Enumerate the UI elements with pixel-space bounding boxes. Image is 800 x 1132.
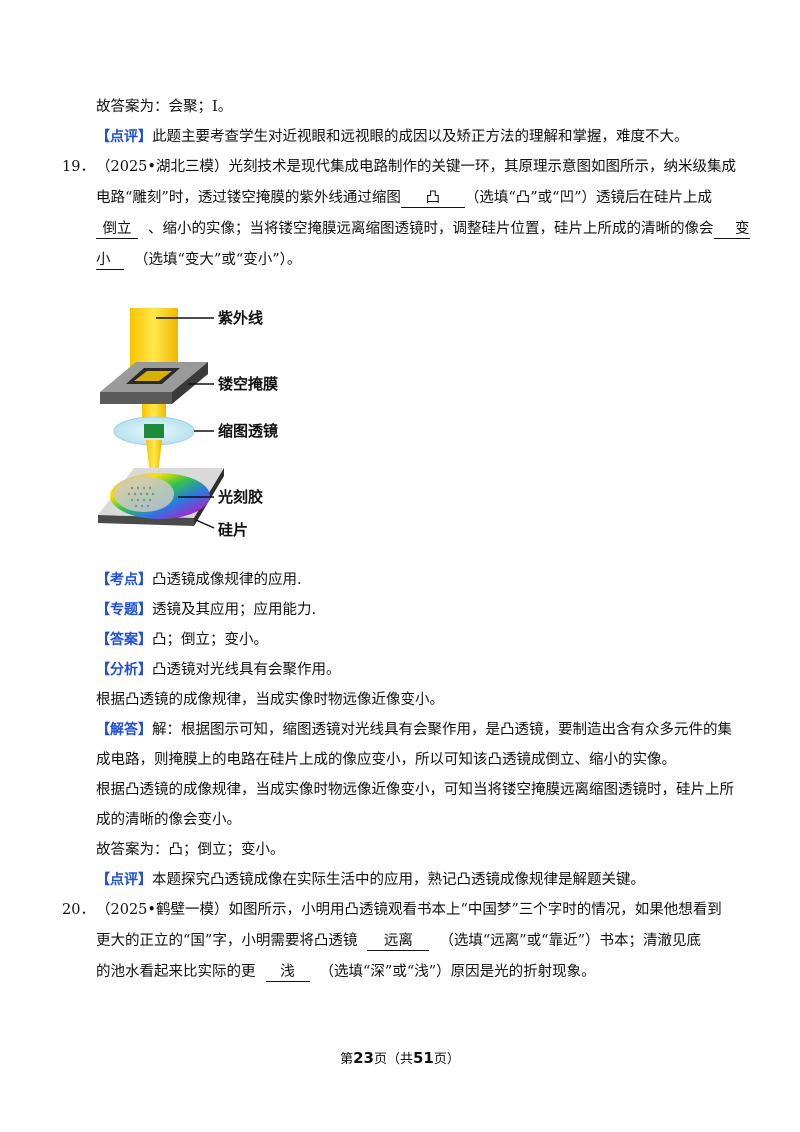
q19-blank2: 倒立	[96, 220, 138, 239]
fenxi: 【分析】凸透镜对光线具有会聚作用。	[96, 660, 341, 680]
q19-answer: 故答案为：凸；倒立；变小。	[96, 842, 285, 858]
dianping-tag: 【点评】	[96, 872, 152, 888]
label-uv: 紫外线	[218, 309, 264, 327]
lithography-figure: 紫外线 镂空掩膜 缩图透镜 光刻胶 硅片	[96, 300, 296, 550]
daan-tag: 【答案】	[96, 632, 152, 648]
page-footer: 第23页（共51页）	[0, 1048, 800, 1067]
q20-line2: 更大的正立的“国”字，小明需要将凸透镜远离 （选填“远离”或“靠近”）书本；清澈见…	[96, 931, 701, 951]
kaodian-tag: 【考点】	[96, 572, 152, 588]
q20-line2-text-b: （选填“远离”或“靠近”）书本；清澈见底	[439, 933, 701, 949]
label-lens: 缩图透镜	[218, 422, 279, 440]
label-mask: 镂空掩膜	[218, 375, 279, 393]
footer-mid: 页（共	[373, 1052, 413, 1067]
jieda-line3: 根据凸透镜的成像规律，当成实像时物远像近像变小，可知当将镂空掩膜远离缩图透镜时，…	[96, 782, 734, 798]
q19-line4: 小 （选填“变大”或“变小”）。	[96, 250, 301, 270]
jieda-line2: 成电路，则掩膜上的电路在硅片上成的像应变小，所以可知该凸透镜成倒立、缩小的实像。	[96, 752, 676, 768]
q20-line3-text-b: （选填“深”或“浅”）原因是光的折射现象。	[319, 964, 596, 980]
fenxi-text: 凸透镜对光线具有会聚作用。	[152, 662, 341, 678]
label-wafer: 硅片	[218, 521, 249, 539]
daan-text: 凸；倒立；变小。	[152, 632, 268, 648]
jieda-tag: 【解答】	[96, 722, 152, 738]
q20-number: 20．	[62, 902, 95, 918]
label-photoresist: 光刻胶	[218, 488, 264, 506]
q19-line2-text: 电路“雕刻”时，透过镂空掩膜的紫外线通过缩图	[96, 190, 401, 206]
kaodian: 【考点】凸透镜成像规律的应用.	[96, 570, 302, 590]
q19-line2: 电路“雕刻”时，透过镂空掩膜的紫外线通过缩图凸（选填“凸”或“凹”）透镜后在硅片…	[96, 188, 712, 208]
q20-blank2: 浅	[265, 963, 310, 982]
daan: 【答案】凸；倒立；变小。	[96, 630, 268, 650]
jieda: 【解答】解：根据图示可知，缩图透镜对光线具有会聚作用，是凸透镜，要制造出含有众多…	[96, 720, 732, 740]
q20-line2-text: 更大的正立的“国”字，小明需要将凸透镜	[96, 933, 358, 949]
fenxi2: 根据凸透镜的成像规律，当成实像时物远像近像变小。	[96, 692, 444, 708]
q20-line3-text: 的池水看起来比实际的更	[96, 964, 256, 980]
kaodian-text: 凸透镜成像规律的应用.	[152, 572, 302, 588]
jieda-text-1: 解：根据图示可知，缩图透镜对光线具有会聚作用，是凸透镜，要制造出含有众多元件的集	[152, 722, 732, 738]
zhuanti-tag: 【专题】	[96, 602, 152, 618]
comment-tag: 【点评】	[96, 129, 152, 145]
q19-line1: （2025•湖北三模）光刻技术是现代集成电路制作的关键一环，其原理示意图如图所示…	[96, 159, 736, 175]
q19-line2-text-b: （选填“凸”或“凹”）透镜后在硅片上成	[464, 190, 712, 206]
fenxi-tag: 【分析】	[96, 662, 152, 678]
comment-text: 此题主要考查学生对近视眼和远视眼的成因以及矫正方法的理解和掌握，难度不大。	[152, 129, 689, 145]
q19-blank3b: 小	[96, 251, 124, 270]
q20-line1: （2025•鹤壁一模）如图所示，小明用凸透镜观看书本上“中国梦”三个字时的情况，…	[96, 902, 722, 918]
q19-number: 19．	[62, 159, 95, 175]
q20-line3: 的池水看起来比实际的更浅 （选填“深”或“浅”）原因是光的折射现象。	[96, 962, 596, 982]
dianping: 【点评】本题探究凸透镜成像在实际生活中的应用，熟记凸透镜成像规律是解题关键。	[96, 870, 645, 890]
jieda-line4: 成的清晰的像会变小。	[96, 812, 241, 828]
prev-comment: 【点评】此题主要考查学生对近视眼和远视眼的成因以及矫正方法的理解和掌握，难度不大…	[96, 127, 689, 147]
zhuanti-text: 透镜及其应用；应用能力.	[152, 602, 317, 618]
q19-blank1: 凸	[400, 189, 465, 208]
footer-page-number: 23	[353, 1049, 374, 1067]
q19-blank3a: 变	[713, 220, 750, 239]
prev-answer: 故答案为：会聚；Ⅰ。	[96, 99, 233, 115]
footer-post: 页）	[433, 1052, 460, 1067]
q19-line3: 倒立、缩小的实像；当将镂空掩膜远离缩图透镜时，调整硅片位置，硅片上所成的清晰的像…	[96, 219, 750, 239]
dianping-text: 本题探究凸透镜成像在实际生活中的应用，熟记凸透镜成像规律是解题关键。	[152, 872, 645, 888]
q19-line4-text: （选填“变大”或“变小”）。	[134, 252, 302, 268]
lithography-diagram	[98, 308, 224, 529]
q20-blank1: 远离	[367, 932, 430, 951]
q19-line3-text: 、缩小的实像；当将镂空掩膜远离缩图透镜时，调整硅片位置，硅片上所成的清晰的像会	[148, 221, 714, 237]
zhuanti: 【专题】透镜及其应用；应用能力.	[96, 600, 316, 620]
footer-total-pages: 51	[413, 1049, 434, 1067]
footer-pre: 第	[340, 1052, 354, 1067]
